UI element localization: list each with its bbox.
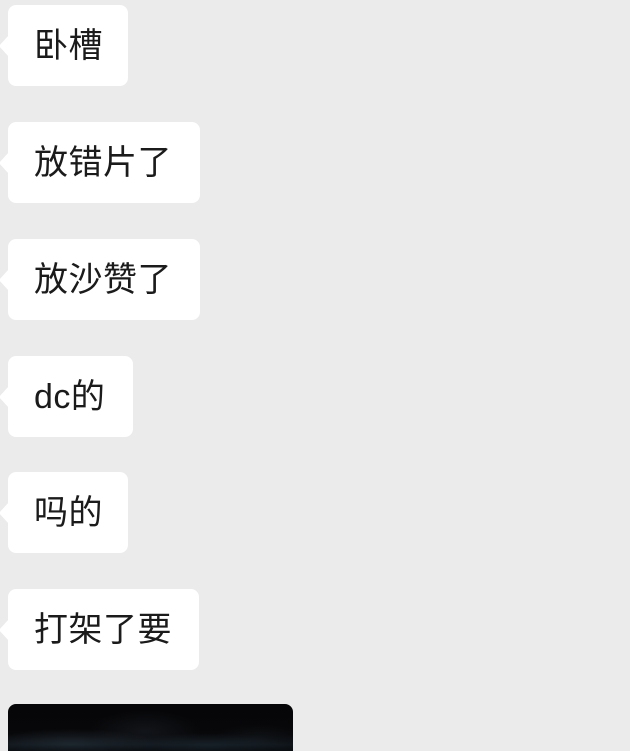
message-text: 卧槽	[34, 26, 103, 65]
chat-bubble-incoming[interactable]: dc的	[0, 356, 133, 437]
chat-bubble-incoming[interactable]: 放错片了	[0, 122, 200, 203]
bubble-tail-icon	[0, 34, 9, 57]
message-row: 卧槽	[0, 5, 128, 86]
message-text: 吗的	[34, 493, 103, 532]
chat-bubble-incoming[interactable]: 放沙赞了	[0, 239, 200, 320]
message-text: 放错片了	[34, 143, 172, 182]
message-row: 打架了要	[0, 589, 199, 670]
bubble-tail-icon	[0, 385, 9, 408]
message-text: 放沙赞了	[34, 260, 172, 299]
message-text: 打架了要	[34, 610, 172, 649]
message-row: dc的	[0, 356, 133, 437]
bubble-tail-icon	[0, 618, 9, 641]
chat-bubble-incoming[interactable]: 卧槽	[0, 5, 128, 86]
chat-bubble-incoming[interactable]: 吗的	[0, 472, 128, 553]
message-row: 吗的	[0, 472, 128, 553]
message-row: 放沙赞了	[0, 239, 200, 320]
message-row: 放错片了	[0, 122, 200, 203]
bubble-tail-icon	[0, 268, 9, 291]
message-row-attachment	[8, 704, 293, 751]
chat-bubble-incoming[interactable]: 打架了要	[0, 589, 199, 670]
message-text: dc的	[34, 377, 106, 416]
bubble-tail-icon	[0, 151, 9, 174]
bubble-tail-icon	[0, 501, 9, 524]
image-attachment-thumbnail[interactable]	[8, 704, 293, 751]
